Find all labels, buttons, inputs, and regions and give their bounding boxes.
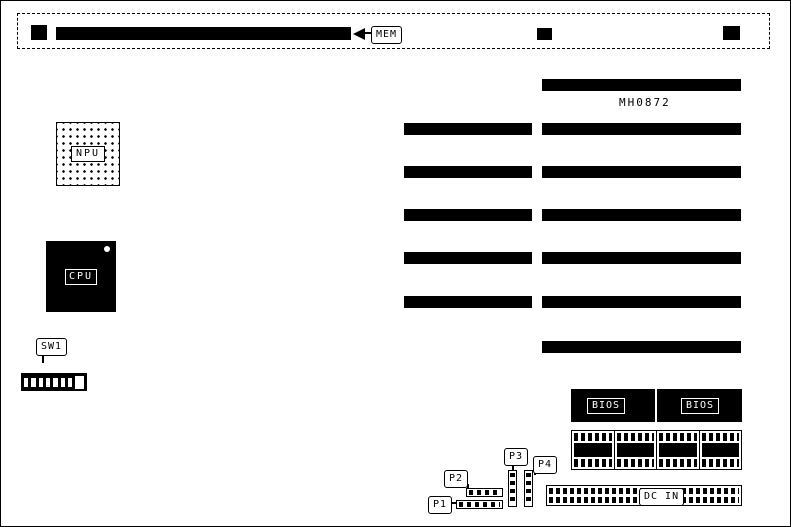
p1-callout: P1 <box>428 496 453 514</box>
sw1-label: SW1 <box>41 341 63 352</box>
top-mid-block <box>537 28 552 40</box>
bios-divider <box>655 389 657 422</box>
cpu-pin1-dot <box>104 246 110 252</box>
p2-leader-line <box>467 484 469 489</box>
board-part-number: MH0872 <box>619 96 671 109</box>
p3-connector <box>508 470 517 507</box>
chip-pins <box>659 433 697 441</box>
dip-switch-end <box>75 375 84 389</box>
bios-label-left: BIOS <box>587 398 626 414</box>
sw1-leader-line <box>42 354 44 363</box>
dip-chip <box>572 431 614 469</box>
sw1-callout: SW1 <box>36 338 68 356</box>
chip-pins <box>701 459 739 467</box>
p4-callout: P4 <box>533 456 558 474</box>
expansion-slot <box>542 296 741 308</box>
dip-chip <box>698 431 742 469</box>
expansion-slot <box>404 296 532 308</box>
chip-pins <box>574 459 612 467</box>
expansion-slot <box>404 166 532 178</box>
mem-leader-line <box>363 32 372 34</box>
expansion-slot <box>404 252 532 264</box>
dip-chip <box>613 431 657 469</box>
expansion-slot <box>542 166 741 178</box>
expansion-slot <box>542 79 741 91</box>
expansion-slot <box>542 252 741 264</box>
bios-block: BIOS BIOS <box>571 389 742 422</box>
dip-switch-segment <box>38 377 43 387</box>
npu-socket: NPU <box>56 122 120 186</box>
mem-arrow-icon <box>353 28 365 40</box>
npu-label: NPU <box>70 146 106 162</box>
p3-callout: P3 <box>504 448 529 466</box>
dip-switch-segment <box>24 377 29 387</box>
mem-callout: MEM <box>371 26 403 44</box>
p1-connector <box>456 500 503 509</box>
expansion-slot <box>542 209 741 221</box>
p2-connector <box>466 488 503 497</box>
chip-body <box>616 443 654 457</box>
chip-body <box>574 443 612 457</box>
chip-pins <box>574 433 612 441</box>
dip-switch-segment <box>31 377 36 387</box>
memory-slot-bar <box>56 27 351 40</box>
p4-label: P4 <box>538 459 553 470</box>
dip-switch-segment <box>53 377 58 387</box>
chip-body <box>701 443 739 457</box>
mem-label: MEM <box>376 29 398 40</box>
expansion-slot <box>542 341 741 353</box>
chip-pins <box>659 459 697 467</box>
p1-label: P1 <box>433 499 448 510</box>
dip-switch-sw1 <box>21 373 87 391</box>
p3-leader-line <box>512 463 514 470</box>
dip-chip <box>656 431 699 469</box>
chip-pins <box>616 433 654 441</box>
p3-label: P3 <box>509 451 524 462</box>
dc-in-label: DC IN <box>644 491 680 502</box>
rom-chip-row <box>571 430 742 470</box>
chip-pins <box>616 459 654 467</box>
top-right-block <box>723 26 740 40</box>
expansion-slot <box>542 123 741 135</box>
p4-connector <box>524 470 533 507</box>
expansion-slot <box>404 123 532 135</box>
chip-body <box>659 443 697 457</box>
chip-pins <box>701 433 739 441</box>
dip-switch-segment <box>60 377 65 387</box>
dip-switch-segment <box>45 377 51 387</box>
p1-leader-line <box>451 502 457 504</box>
expansion-slot <box>404 209 532 221</box>
dip-switch-segment <box>67 377 73 387</box>
cpu-label: CPU <box>64 268 98 285</box>
dc-in-callout: DC IN <box>639 488 685 506</box>
memory-region-outline <box>17 13 770 49</box>
p2-callout: P2 <box>444 470 469 488</box>
bios-label-right: BIOS <box>681 398 720 414</box>
cpu-chip: CPU <box>46 241 116 312</box>
p2-label: P2 <box>449 473 464 484</box>
top-left-block <box>31 25 47 40</box>
